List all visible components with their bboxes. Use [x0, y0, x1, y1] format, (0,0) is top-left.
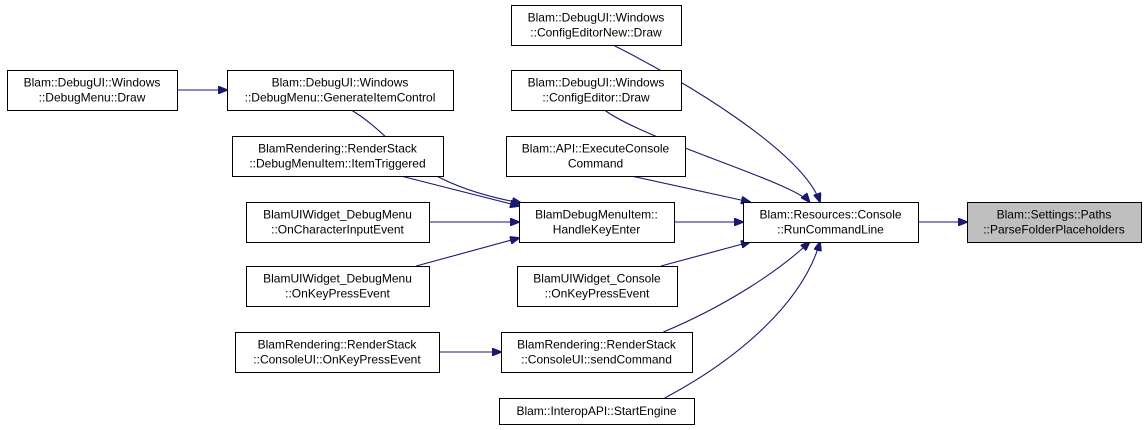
node-box	[7, 70, 178, 111]
node-label-line: ::ConsoleUI::OnKeyPressEvent	[253, 353, 421, 367]
node-debugmenu_draw[interactable]: Blam::DebugUI::Windows::DebugMenu::Draw	[7, 70, 178, 111]
node-label-line: ::ConsoleUI::sendCommand	[521, 353, 672, 367]
node-box	[511, 5, 682, 46]
node-config_editor_new_draw[interactable]: Blam::DebugUI::Windows::ConfigEditorNew:…	[511, 5, 682, 46]
node-label-line: BlamUIWidget_DebugMenu	[263, 208, 412, 222]
edge-execute_console_command-to-run_command_line	[631, 175, 750, 202]
node-label-line: BlamUIWidget_Console	[533, 272, 661, 286]
node-label-line: Blam::API::ExecuteConsole	[522, 142, 670, 156]
node-widget_console_onkeypress[interactable]: BlamUIWidget_Console::OnKeyPressEvent	[517, 266, 678, 307]
node-label-line: BlamUIWidget_DebugMenu	[263, 272, 412, 286]
node-config_editor_draw[interactable]: Blam::DebugUI::Windows::ConfigEditor::Dr…	[511, 70, 682, 111]
node-label-line: HandleKeyEnter	[553, 223, 640, 237]
node-label-line: BlamRendering::RenderStack	[517, 338, 677, 352]
node-box	[501, 332, 693, 373]
node-label-line: ::ConfigEditorNew::Draw	[530, 26, 662, 40]
node-label-line: ::ParseFolderPlaceholders	[983, 223, 1124, 237]
node-box	[246, 202, 430, 243]
node-label-line: ::OnKeyPressEvent	[285, 287, 390, 301]
node-box	[743, 202, 919, 243]
node-label-line: BlamDebugMenuItem::	[535, 208, 658, 222]
edge-widget_console_onkeypress-to-run_command_line	[660, 242, 750, 267]
edge-consoleui_sendcommand-to-run_command_line	[663, 242, 809, 333]
node-label-line: BlamRendering::RenderStack	[258, 142, 418, 156]
node-label-line: ::DebugMenu::GenerateItemControl	[245, 91, 436, 105]
node-label-line: Blam::DebugUI::Windows	[24, 76, 161, 90]
edge-start_engine-to-run_command_line	[664, 242, 820, 399]
node-label-line: Blam::InteropAPI::StartEngine	[516, 404, 676, 418]
node-box	[235, 332, 440, 373]
node-label-line: ::OnCharacterInputEvent	[271, 223, 404, 237]
edge-on_key_press_debugmenu-to-handle_key_enter	[416, 238, 519, 267]
node-box	[246, 266, 430, 307]
node-box	[227, 70, 454, 111]
node-label-line: Blam::DebugUI::Windows	[272, 76, 409, 90]
node-label-line: Blam::Settings::Paths	[997, 208, 1112, 222]
node-on_character_input[interactable]: BlamUIWidget_DebugMenu::OnCharacterInput…	[246, 202, 430, 243]
node-start_engine[interactable]: Blam::InteropAPI::StartEngine	[499, 398, 695, 425]
node-label-line: ::DebugMenuItem::ItemTriggered	[249, 157, 425, 171]
node-consoleui_onkeypress[interactable]: BlamRendering::RenderStack::ConsoleUI::O…	[235, 332, 440, 373]
node-consoleui_sendcommand[interactable]: BlamRendering::RenderStack::ConsoleUI::s…	[501, 332, 693, 373]
node-label-line: Blam::DebugUI::Windows	[528, 76, 665, 90]
edges-layer	[177, 44, 967, 399]
node-label-line: Blam::DebugUI::Windows	[528, 11, 665, 25]
node-box	[232, 136, 444, 177]
edge-item_triggered-to-handle_key_enter	[400, 175, 519, 206]
node-label-line: BlamRendering::RenderStack	[258, 338, 418, 352]
node-item_triggered[interactable]: BlamRendering::RenderStack::DebugMenuIte…	[232, 136, 444, 177]
node-on_key_press_debugmenu[interactable]: BlamUIWidget_DebugMenu::OnKeyPressEvent	[246, 266, 430, 307]
node-box	[506, 136, 686, 177]
node-label-line: Command	[568, 157, 623, 171]
node-label-line: Blam::Resources::Console	[759, 208, 901, 222]
edge-config_editor_draw-to-run_command_line	[604, 109, 810, 202]
node-box	[519, 202, 675, 243]
node-handle_key_enter[interactable]: BlamDebugMenuItem::HandleKeyEnter	[519, 202, 675, 243]
node-run_command_line[interactable]: Blam::Resources::Console::RunCommandLine	[743, 202, 919, 243]
node-label-line: ::OnKeyPressEvent	[545, 287, 650, 301]
node-box	[499, 398, 695, 425]
node-box	[511, 70, 682, 111]
node-parse_folder_placeholders[interactable]: Blam::Settings::Paths::ParseFolderPlaceh…	[967, 202, 1142, 243]
edge-config_editor_new_draw-to-run_command_line	[612, 44, 820, 202]
node-label-line: ::RunCommandLine	[777, 223, 884, 237]
node-generate_item_control[interactable]: Blam::DebugUI::Windows::DebugMenu::Gener…	[227, 70, 454, 111]
node-box	[517, 266, 678, 307]
node-box	[967, 202, 1142, 243]
nodes-layer: Blam::DebugUI::Windows::DebugMenu::DrawB…	[7, 5, 1142, 425]
node-label-line: ::DebugMenu::Draw	[39, 91, 146, 105]
node-label-line: ::ConfigEditor::Draw	[542, 91, 650, 105]
